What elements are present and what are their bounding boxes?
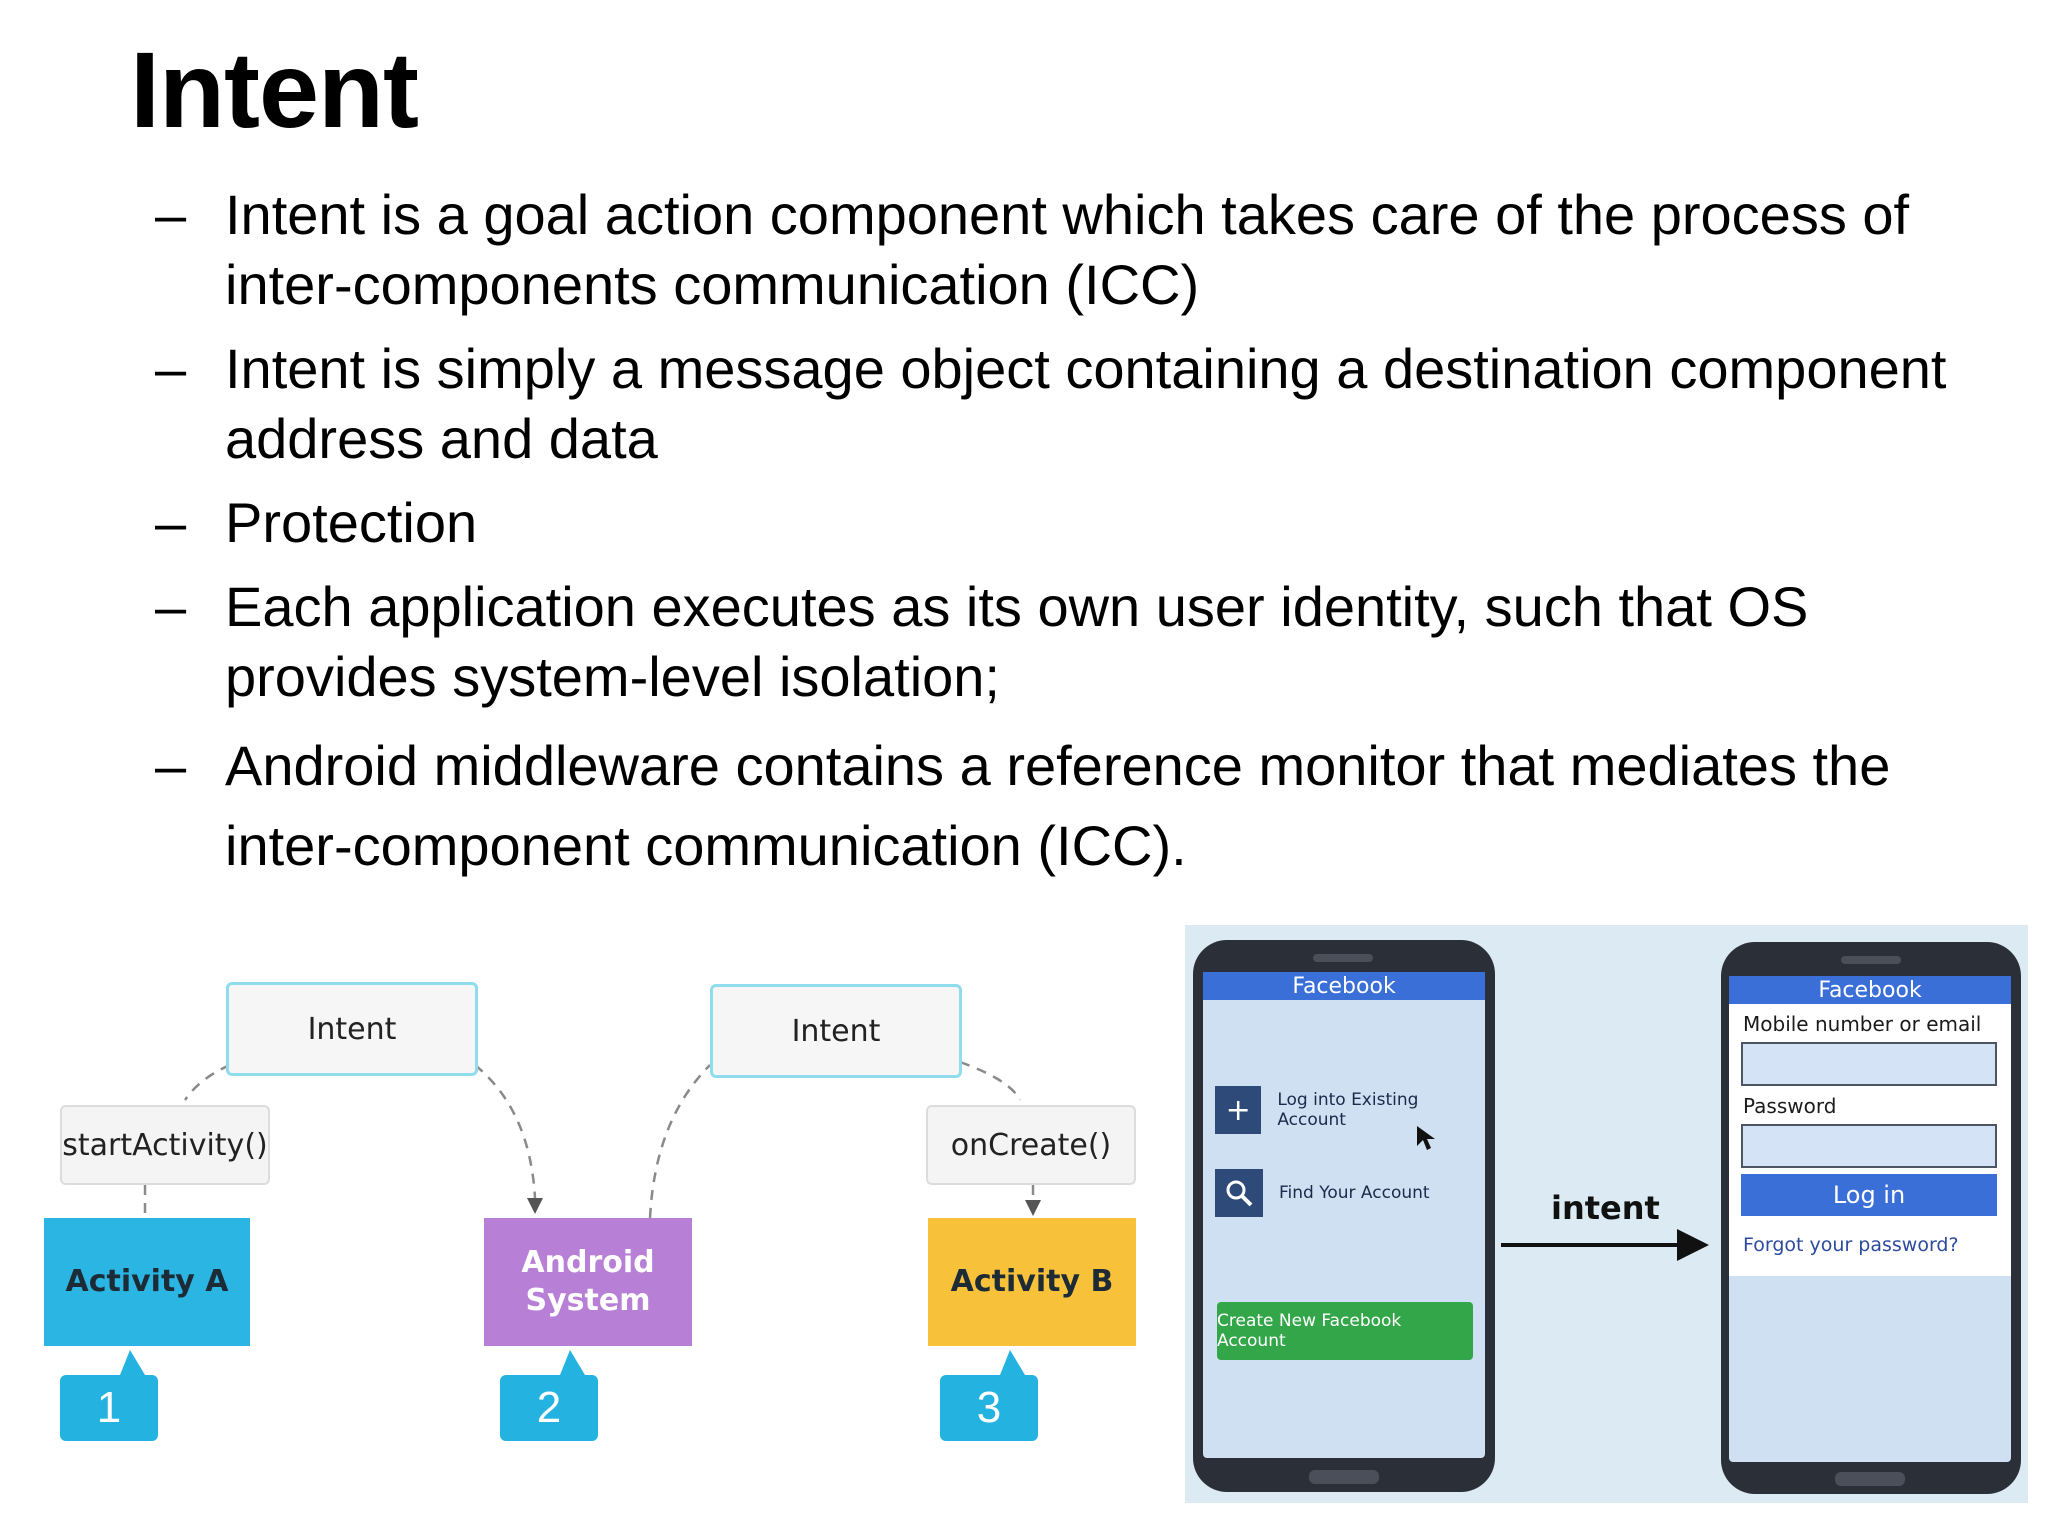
facebook-header: Facebook [1729, 976, 2011, 1004]
log-into-label: Log into Existing Account [1277, 1090, 1419, 1130]
start-activity-label: startActivity() [60, 1105, 270, 1185]
badge-pointer-1 [120, 1350, 145, 1375]
bullet-list: – Intent is a goal action component whic… [155, 180, 2015, 886]
bullet-text: Android middleware contains a reference … [225, 734, 1891, 877]
badge-pointer-3 [1000, 1350, 1025, 1375]
login-form: Mobile number or email Password Log in F… [1729, 1004, 2011, 1276]
connector-system-to-intent [648, 1064, 711, 1219]
connector-start-to-intent [183, 1063, 231, 1101]
step-badge-1: 1 [60, 1375, 158, 1441]
bullet-dash: – [155, 183, 187, 246]
bullet-text: Intent is simply a message object contai… [225, 337, 1947, 470]
intent-flow-diagram: Intent Intent startActivity() onCreate()… [30, 960, 1150, 1460]
connector-lines [143, 1060, 1041, 1219]
android-system-line1: Android [521, 1245, 655, 1280]
android-system-line2: System [525, 1283, 651, 1318]
forgot-password-link[interactable]: Forgot your password? [1743, 1234, 1959, 1256]
bullet-dash: – [155, 491, 187, 554]
bullet-item: – Intent is a goal action component whic… [155, 180, 2015, 320]
login-button[interactable]: Log in [1741, 1174, 1997, 1216]
email-label: Mobile number or email [1743, 1012, 1982, 1036]
intent-arrow-label: intent [1551, 1189, 1660, 1227]
phone-speaker [1841, 956, 1901, 964]
log-into-existing-account[interactable]: + Log into Existing Account [1215, 1086, 1485, 1134]
phone-right-screen: Facebook Mobile number or email Password… [1729, 976, 2011, 1462]
slide-title: Intent [130, 29, 419, 150]
connector-intent-to-system [474, 1064, 537, 1199]
badge-pointers [120, 1350, 1025, 1375]
intent-box-left: Intent [226, 982, 478, 1076]
phone-home-button [1835, 1472, 1905, 1486]
mouse-cursor-icon [1417, 1126, 1435, 1150]
phone-left-screen: Facebook + Log into Existing Account Fin… [1203, 972, 1485, 1458]
activity-a-box: Activity A [44, 1218, 250, 1346]
bullet-dash: – [155, 575, 187, 638]
password-label: Password [1743, 1094, 1837, 1118]
arrowhead-down-icon [1025, 1200, 1041, 1216]
phone-left: Facebook + Log into Existing Account Fin… [1193, 940, 1495, 1492]
android-system-box: Android System [484, 1218, 692, 1346]
facebook-header: Facebook [1203, 972, 1485, 1000]
create-new-account-button[interactable]: Create New Facebook Account [1217, 1302, 1473, 1360]
activity-b-box: Activity B [928, 1218, 1136, 1346]
bullet-item: – Android middleware contains a referenc… [155, 726, 2015, 886]
step-badge-3: 3 [940, 1375, 1038, 1441]
step-badge-2: 2 [500, 1375, 598, 1441]
bullet-text: Protection [225, 491, 478, 554]
plus-icon: + [1215, 1086, 1262, 1134]
intent-arrow-icon [1501, 1229, 1709, 1261]
bullet-dash: – [155, 734, 187, 797]
phone-speaker [1313, 954, 1373, 962]
bullet-item: – Intent is simply a message object cont… [155, 334, 2015, 474]
find-account-label: Find Your Account [1279, 1183, 1430, 1203]
intent-box-right: Intent [710, 984, 962, 1078]
badge-pointer-2 [560, 1350, 585, 1375]
bullet-text: Each application executes as its own use… [225, 575, 1809, 708]
phone-right: Facebook Mobile number or email Password… [1721, 942, 2021, 1494]
bullet-dash: – [155, 337, 187, 400]
arrowhead-down-icon [527, 1198, 543, 1214]
search-icon [1215, 1169, 1263, 1217]
bullet-text: Intent is a goal action component which … [225, 183, 1910, 316]
facebook-intent-illustration: Facebook + Log into Existing Account Fin… [1185, 925, 2028, 1503]
on-create-label: onCreate() [926, 1105, 1136, 1185]
bullet-item: – Each application executes as its own u… [155, 572, 2015, 712]
connector-intent-to-oncreate [959, 1060, 1022, 1101]
password-field[interactable] [1741, 1124, 1997, 1168]
bullet-item: – Protection [155, 488, 2015, 558]
phone-home-button [1309, 1470, 1379, 1484]
find-your-account[interactable]: Find Your Account [1215, 1169, 1430, 1217]
email-field[interactable] [1741, 1042, 1997, 1086]
